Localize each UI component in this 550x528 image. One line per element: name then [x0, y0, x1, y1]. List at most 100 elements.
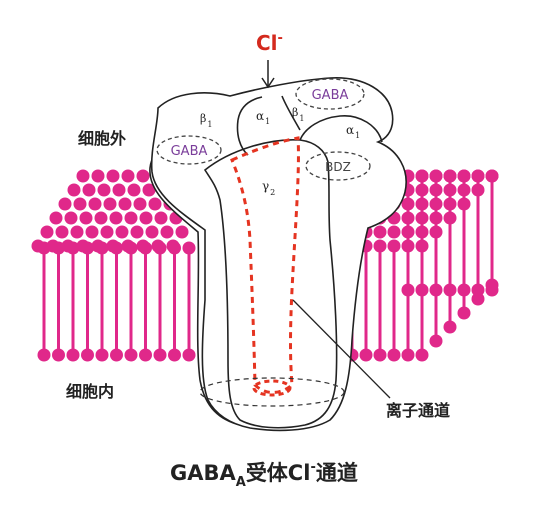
lipid-head	[485, 283, 499, 297]
lipid-head	[124, 241, 138, 255]
lipid-head	[115, 225, 129, 239]
gaba-label-top: GABA	[312, 88, 349, 103]
lipid-head	[95, 348, 109, 362]
beta1-right-label: β1	[292, 106, 304, 123]
lipid-head	[67, 183, 81, 197]
gaba-label-left: GABA	[171, 144, 208, 159]
lipid-head	[429, 283, 443, 297]
subunit-gamma2	[203, 138, 338, 429]
channel-bottom-opening	[252, 379, 292, 397]
figure-caption: GABAA受体Cl-通道	[170, 460, 358, 490]
lipid-head	[457, 283, 471, 297]
lipid-head	[153, 348, 167, 362]
receptor-protein	[149, 77, 407, 432]
lipid-head	[58, 197, 72, 211]
lipid-head	[112, 183, 126, 197]
channel-callout-line	[292, 299, 391, 399]
gaba-site-left	[156, 135, 222, 165]
lipid-head	[127, 183, 141, 197]
bdz-label: BDZ	[325, 160, 351, 174]
lipid-head	[66, 348, 80, 362]
lipid-head	[73, 197, 87, 211]
lipid-head	[100, 225, 114, 239]
lipid-head	[145, 225, 159, 239]
lipid-head	[136, 169, 150, 183]
lipid-head	[91, 169, 105, 183]
bdz-site	[305, 151, 371, 181]
lipid-head	[182, 348, 196, 362]
lipid-head	[109, 211, 123, 225]
extracellular-label: 细胞外	[78, 129, 126, 148]
lipid-head	[373, 348, 387, 362]
lipid-head	[95, 241, 109, 255]
lipid-head	[160, 225, 174, 239]
lipid-head	[124, 348, 138, 362]
lipid-head	[168, 348, 181, 362]
gaba-site-top	[295, 78, 365, 110]
lipid-head	[103, 197, 117, 211]
lipid-head	[175, 225, 189, 239]
down-arrow-icon	[261, 60, 275, 89]
lipid-head	[37, 241, 51, 255]
lipid-head	[94, 211, 108, 225]
alpha1-center-label: α1	[256, 109, 270, 126]
lipid-head	[40, 225, 54, 239]
lipid-head	[387, 225, 401, 239]
receptor-base-outline	[199, 377, 345, 407]
lipid-head	[142, 183, 156, 197]
lipid-head	[82, 183, 96, 197]
lipid-head	[401, 348, 415, 362]
subunit-divider-top-left	[237, 96, 263, 121]
lipid-head	[359, 348, 373, 362]
lipid-head	[55, 225, 69, 239]
lipid-head	[70, 225, 84, 239]
subunit-divider-right	[299, 115, 383, 143]
lipid-head	[81, 241, 94, 255]
lipid-head	[443, 320, 457, 334]
lipid-head	[110, 241, 123, 255]
chloride-ion-label: Cl-	[256, 31, 283, 55]
lipid-head	[121, 169, 135, 183]
lipid-head	[124, 211, 138, 225]
lipid-head	[415, 283, 429, 297]
lipid-head	[85, 225, 99, 239]
lipid-head	[373, 225, 387, 239]
lipid-head	[401, 283, 415, 297]
lipid-head	[457, 306, 471, 320]
lipid-head	[88, 197, 102, 211]
lipid-head	[133, 197, 147, 211]
lipid-head	[154, 211, 168, 225]
lipid-head	[429, 334, 443, 348]
lipid-head	[79, 211, 93, 225]
lipid-head	[52, 241, 65, 255]
lipid-head	[139, 211, 153, 225]
lipid-head	[37, 348, 51, 362]
lipid-head	[148, 197, 162, 211]
gamma2-label: γ2	[262, 179, 275, 197]
lipid-head	[182, 241, 196, 255]
lipid-head	[471, 292, 485, 306]
lipid-head	[52, 348, 65, 362]
ion-channel-label: 离子通道	[386, 401, 450, 420]
lipid-head	[64, 211, 78, 225]
lipid-head	[66, 241, 80, 255]
lipid-head	[49, 211, 63, 225]
lipid-head	[81, 348, 94, 362]
lipid-head	[97, 183, 111, 197]
lipid-head	[387, 348, 401, 362]
subunit-divider-top-right	[281, 95, 301, 131]
lipid-head	[106, 169, 120, 183]
beta1-left-label: β1	[200, 112, 212, 129]
lipid-head	[110, 348, 123, 362]
lipid-head	[130, 225, 144, 239]
lipid-head	[153, 241, 167, 255]
intracellular-label: 细胞内	[66, 382, 114, 401]
lipid-head	[415, 348, 429, 362]
lipid-head	[118, 197, 132, 211]
alpha1-right-label: α1	[346, 123, 360, 140]
lipid-head	[139, 348, 152, 362]
lipid-head	[76, 169, 90, 183]
lipid-head	[139, 241, 152, 255]
lipid-head	[471, 283, 485, 297]
